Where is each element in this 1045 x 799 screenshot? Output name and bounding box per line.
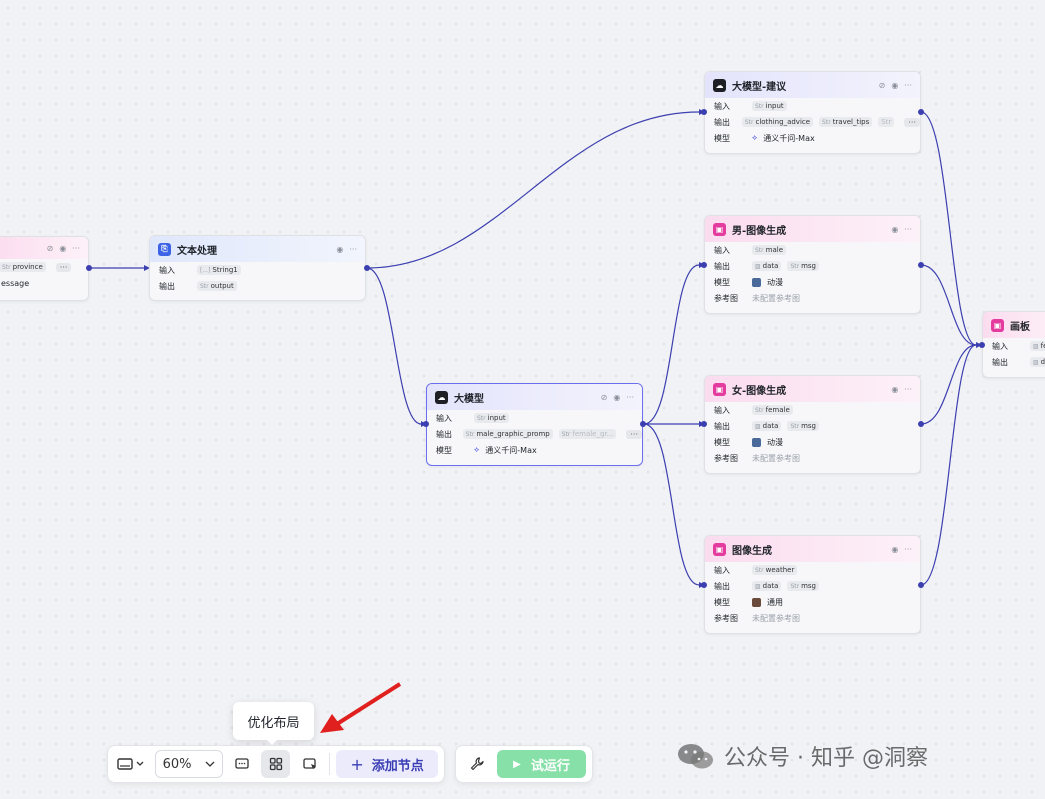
output-port[interactable] xyxy=(364,265,370,271)
node-header: ☁ 大模型 ⊘ ◉ ··· xyxy=(427,384,642,410)
hide-icon[interactable]: ⊘ xyxy=(878,80,886,90)
red-arrow xyxy=(320,682,402,733)
node-title: 大模型-建议 xyxy=(732,81,787,93)
more-outputs-button[interactable]: ··· xyxy=(904,117,920,127)
chevron-down-icon xyxy=(205,761,214,767)
edge-male-canvas xyxy=(920,264,977,346)
node-header: ▣ 图像生成 ◉ ··· xyxy=(705,536,920,562)
grid-layout-icon xyxy=(269,757,282,771)
node-title: 文本处理 xyxy=(177,245,217,257)
output-port[interactable] xyxy=(918,109,924,115)
play-icon[interactable]: ◉ xyxy=(891,224,899,234)
play-icon[interactable]: ◉ xyxy=(891,80,899,90)
canvas-toolbar: 60% + 添加节点 xyxy=(107,745,445,783)
comment-button[interactable] xyxy=(229,750,256,778)
node-header: ▣ 画板 xyxy=(983,312,1045,338)
more-icon[interactable]: ··· xyxy=(904,224,912,234)
qwen-icon: ⟡ xyxy=(752,133,758,142)
more-icon[interactable]: ··· xyxy=(626,392,634,402)
plus-icon: + xyxy=(350,754,364,774)
add-node-button[interactable]: + 添加节点 xyxy=(336,750,438,778)
comment-icon xyxy=(235,758,249,769)
general-icon xyxy=(752,597,761,607)
node-title: 画板 xyxy=(1010,321,1030,333)
edge-text-llm xyxy=(366,267,422,425)
more-icon[interactable]: ··· xyxy=(349,244,357,254)
more-icon[interactable]: ··· xyxy=(904,384,912,394)
layout-tooltip: 优化布局 xyxy=(233,702,314,745)
node-title: 大模型 xyxy=(454,393,484,405)
edge-img-canvas xyxy=(920,344,977,586)
output-port[interactable] xyxy=(918,421,924,427)
node-header: ⊘ ◉ ··· xyxy=(0,237,88,259)
select-area-button[interactable] xyxy=(296,750,323,778)
image-icon: ▣ xyxy=(713,382,726,396)
minimap-toggle[interactable] xyxy=(114,750,149,778)
minimap-icon xyxy=(117,758,144,770)
run-toolbar: ▶ 试运行 xyxy=(455,745,593,783)
zoom-value: 60% xyxy=(162,756,192,772)
edge-advice-canvas xyxy=(920,111,977,346)
edge-llm-img xyxy=(643,423,700,586)
edge-llm-male xyxy=(643,264,700,425)
image-icon: ▣ xyxy=(713,222,726,236)
canvas-node[interactable]: ▣ 画板 输入▨fem 输出▨dat xyxy=(982,311,1045,378)
optimize-layout-button[interactable] xyxy=(261,750,291,778)
test-run-button[interactable]: ▶ 试运行 xyxy=(497,750,586,778)
more-outputs-button[interactable]: ··· xyxy=(626,429,642,439)
input-port[interactable] xyxy=(979,342,985,348)
llm-icon: ☁ xyxy=(435,390,448,404)
input-port[interactable] xyxy=(423,421,429,427)
zoom-select[interactable]: 60% xyxy=(154,750,223,778)
play-icon: ▶ xyxy=(513,758,521,770)
wechat-icon xyxy=(678,744,713,769)
output-port[interactable] xyxy=(86,265,92,271)
edge-female-canvas xyxy=(920,344,977,425)
qwen-icon: ⟡ xyxy=(474,445,480,454)
llm-icon: ☁ xyxy=(713,78,726,92)
hide-icon[interactable]: ⊘ xyxy=(600,392,608,402)
play-icon[interactable]: ◉ xyxy=(891,384,899,394)
more-icon: ··· xyxy=(72,243,80,253)
node-header: ☁ 大模型-建议 ⊘ ◉ ··· xyxy=(705,72,920,98)
input-port[interactable] xyxy=(701,109,707,115)
output-port[interactable] xyxy=(918,262,924,268)
node-header: ▣ 女-图像生成 ◉ ··· xyxy=(705,376,920,402)
canvas-icon: ▣ xyxy=(991,318,1004,332)
output-port[interactable] xyxy=(640,421,646,427)
input-port[interactable] xyxy=(701,262,707,268)
input-port[interactable] xyxy=(701,582,707,588)
node-title: 女-图像生成 xyxy=(732,385,787,397)
output-port[interactable] xyxy=(918,582,924,588)
node-header: ▣ 男-图像生成 ◉ ··· xyxy=(705,216,920,242)
more-icon[interactable]: ··· xyxy=(904,80,912,90)
image-icon: ▣ xyxy=(713,542,726,556)
edge-text-advice xyxy=(366,111,700,269)
wrench-icon xyxy=(470,757,484,771)
play-icon[interactable]: ◉ xyxy=(891,544,899,554)
play-icon[interactable]: ◉ xyxy=(336,244,344,254)
debug-settings-button[interactable] xyxy=(462,750,491,778)
watermark: 公众号 · 知乎 @洞察 xyxy=(676,740,928,772)
play-icon[interactable]: ◉ xyxy=(613,392,621,402)
node-header: ⎘ 文本处理 ◉ ··· xyxy=(150,236,365,262)
text-process-icon: ⎘ xyxy=(158,242,171,256)
anime-icon xyxy=(752,437,761,447)
node-title: 男-图像生成 xyxy=(732,225,787,237)
more-icon[interactable]: ··· xyxy=(904,544,912,554)
hide-icon: ⊘ xyxy=(46,243,54,253)
anime-icon xyxy=(752,277,761,287)
node-title: 图像生成 xyxy=(732,545,772,557)
more-button[interactable]: ··· xyxy=(55,262,72,272)
input-port[interactable] xyxy=(701,421,707,427)
play-icon: ◉ xyxy=(59,243,67,253)
select-icon xyxy=(303,758,316,769)
